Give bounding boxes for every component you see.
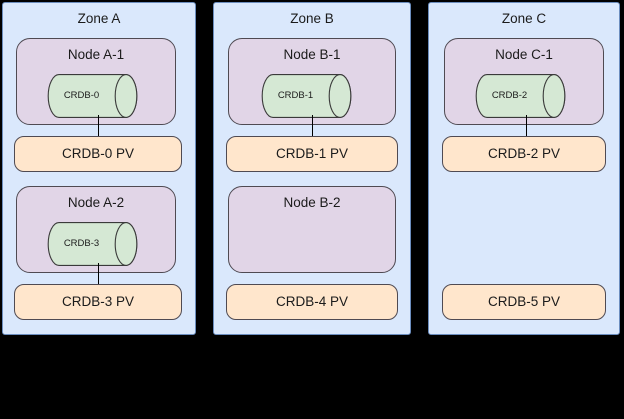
connector-crdb-2-to-pv xyxy=(526,115,527,137)
pod-cylinder-crdb-2[interactable]: CRDB-2 xyxy=(475,74,576,118)
pv-label-crdb-1: CRDB-1 PV xyxy=(275,146,348,161)
pv-box-crdb-4[interactable]: CRDB-4 PV xyxy=(226,284,398,320)
pv-label-crdb-2: CRDB-2 PV xyxy=(487,146,560,161)
pod-label-crdb-1: CRDB-1 xyxy=(277,90,314,101)
node-title-b-2: Node B-2 xyxy=(283,195,341,210)
pv-label-crdb-4: CRDB-4 PV xyxy=(275,294,348,309)
pv-box-crdb-3[interactable]: CRDB-3 PV xyxy=(14,284,182,320)
node-title-a-1: Node A-1 xyxy=(67,47,125,62)
pv-box-crdb-1[interactable]: CRDB-1 PV xyxy=(226,136,398,172)
pod-label-crdb-0: CRDB-0 xyxy=(63,90,100,101)
zone-title-a: Zone A xyxy=(77,11,121,26)
connector-crdb-3-to-pv xyxy=(98,263,99,285)
pv-label-crdb-3: CRDB-3 PV xyxy=(61,294,134,309)
cylinder-shape-icon xyxy=(47,74,138,118)
pod-cylinder-crdb-1[interactable]: CRDB-1 xyxy=(261,74,362,118)
pv-label-crdb-5: CRDB-5 PV xyxy=(487,294,560,309)
pv-box-crdb-0[interactable]: CRDB-0 PV xyxy=(14,136,182,172)
pv-box-crdb-5[interactable]: CRDB-5 PV xyxy=(442,284,606,320)
cylinder-shape-icon xyxy=(47,222,138,266)
pod-label-crdb-2: CRDB-2 xyxy=(491,90,528,101)
pod-cylinder-crdb-0[interactable]: CRDB-0 xyxy=(47,74,148,118)
zone-title-c: Zone C xyxy=(501,11,547,26)
pv-label-crdb-0: CRDB-0 PV xyxy=(61,146,134,161)
node-title-c-1: Node C-1 xyxy=(495,47,553,62)
cylinder-shape-icon xyxy=(475,74,566,118)
pod-label-crdb-3: CRDB-3 xyxy=(63,238,100,249)
node-title-b-1: Node B-1 xyxy=(283,47,341,62)
pv-box-crdb-2[interactable]: CRDB-2 PV xyxy=(442,136,606,172)
node-box-b-2[interactable]: Node B-2 xyxy=(228,186,396,273)
connector-crdb-0-to-pv xyxy=(98,115,99,137)
node-title-a-2: Node A-2 xyxy=(67,195,125,210)
connector-crdb-1-to-pv xyxy=(312,115,313,137)
cylinder-shape-icon xyxy=(261,74,352,118)
pod-cylinder-crdb-3[interactable]: CRDB-3 xyxy=(47,222,148,266)
zone-title-b: Zone B xyxy=(290,11,334,26)
